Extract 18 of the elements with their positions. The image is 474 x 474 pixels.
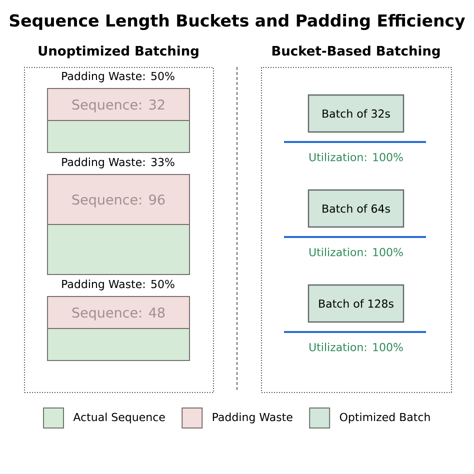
sequence-bar: Sequence: 96 (47, 174, 190, 275)
sequence-bar: Sequence: 48 (47, 296, 190, 361)
utilization-label: Utilization: 100% (310, 152, 403, 162)
waste-label: Padding Waste: 33% (62, 158, 174, 168)
waste-label: Padding Waste: 50% (62, 72, 174, 82)
legend-label: Actual Sequence (73, 412, 165, 424)
batch-box: Batch of 32s (308, 94, 404, 133)
utilization-label: Utilization: 100% (310, 248, 403, 256)
batch-box: Batch of 64s (308, 189, 404, 228)
utilization-label: Utilization: 100% (310, 342, 403, 352)
title: Sequence Length Buckets and Padding Efficiency (10, 14, 466, 30)
panel-heading: Bucket-Based Batching (272, 46, 440, 58)
panel-heading: Unoptimized Batching (38, 46, 198, 58)
sequence-bar: Sequence: 32 (47, 88, 190, 153)
waste-label: Padding Waste: 50% (62, 280, 174, 290)
batch-box: Batch of 128s (308, 284, 404, 323)
legend-label: Padding Waste (212, 412, 292, 424)
legend-label: Optimized Batch (340, 412, 430, 424)
